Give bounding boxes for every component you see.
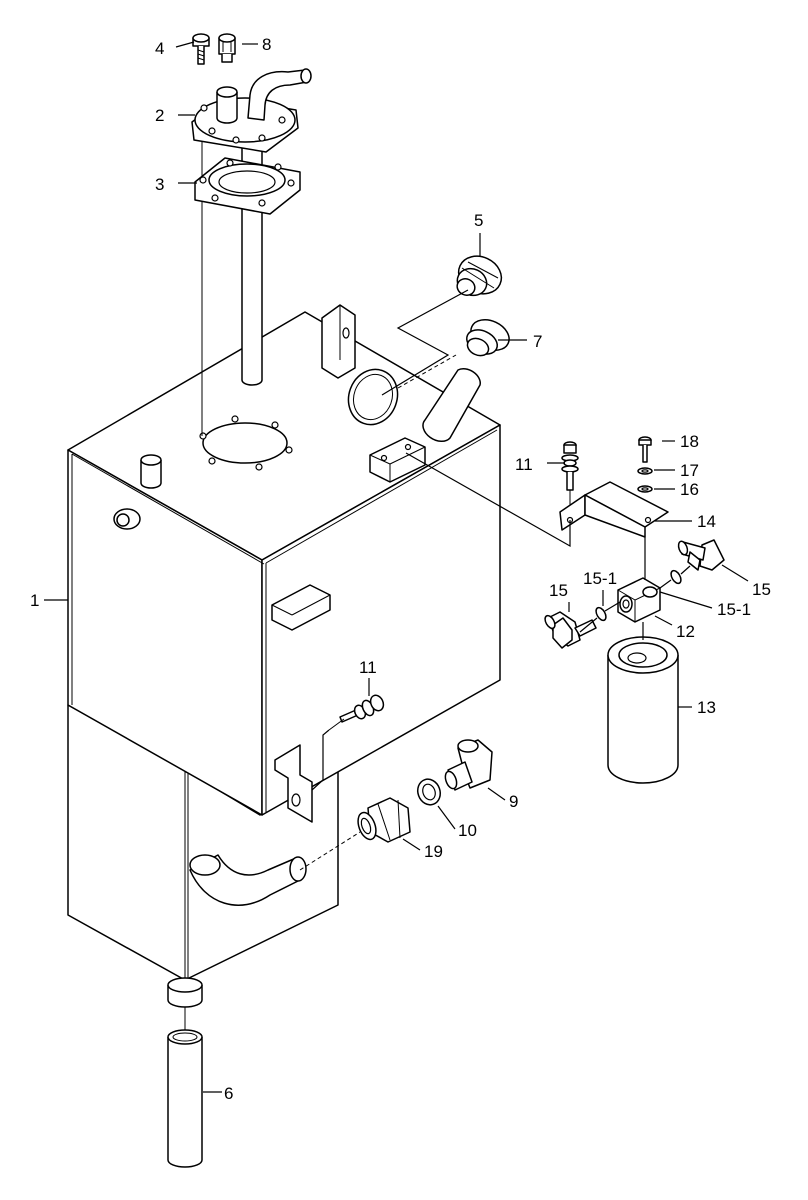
tank-top-mount-tab [321, 304, 356, 379]
callout-2: 2 [155, 106, 164, 125]
tank-outlet-stub [167, 977, 203, 1008]
part-13-filter-cartridge [607, 636, 679, 784]
callout-18: 18 [680, 432, 699, 451]
assembly-lines [299, 289, 691, 871]
callout-14: 14 [697, 512, 716, 531]
part-15-left-elbow [544, 611, 597, 649]
callout-19: 19 [424, 842, 443, 861]
callout-15-1-left: 15-1 [583, 569, 617, 588]
callout-1: 1 [30, 591, 39, 610]
callout-10: 10 [458, 821, 477, 840]
part-15-1-o-ring-right [670, 569, 682, 585]
part-9-elbow-fitting [444, 739, 493, 791]
part-5-level-gauge-plug [456, 255, 503, 297]
part-3-gasket [194, 157, 301, 215]
part-19-adapter [357, 797, 411, 843]
callout-15-left: 15 [549, 581, 568, 600]
leader-lines [44, 41, 749, 1093]
callout-15-right: 15 [752, 580, 771, 599]
filter-mount-block [369, 437, 426, 483]
callout-11-lower: 11 [359, 658, 377, 677]
part-10-washer [416, 778, 442, 806]
callout-3: 3 [155, 175, 164, 194]
cover-bent-pipe [247, 68, 312, 121]
part-17-spring-washer [637, 467, 653, 475]
tank-return-port [347, 368, 399, 426]
tank-top-boss [140, 454, 162, 489]
internal-elbow-pipe [189, 854, 307, 906]
part-8-breather [218, 33, 236, 63]
part-16-washer [637, 485, 653, 493]
callout-17: 17 [680, 461, 699, 480]
callout-5: 5 [474, 211, 483, 230]
callout-11-upper: 11 [515, 455, 533, 474]
tank-side-bracket [271, 584, 331, 631]
part-18-bolt [638, 436, 652, 463]
tank-top-opening [199, 415, 293, 471]
part-11-upper-bolt [561, 441, 579, 520]
callout-8: 8 [262, 35, 271, 54]
part-14-filter-bracket [559, 481, 669, 578]
tank-side-boss [113, 508, 141, 530]
part-12-filter-head [617, 577, 661, 623]
part-11-lower-bolt [328, 694, 385, 731]
part-2-cover-plate [191, 96, 299, 153]
cover-stub [216, 86, 238, 124]
callout-9: 9 [509, 792, 518, 811]
callout-4: 4 [155, 39, 164, 58]
part-15-right-elbow [677, 539, 725, 571]
callout-15-1-right: 15-1 [717, 600, 751, 619]
callout-12: 12 [676, 622, 695, 641]
callout-7: 7 [533, 332, 542, 351]
lower-mount-tab [274, 744, 313, 823]
part-15-1-o-ring-left [595, 606, 607, 622]
part-4-bolt [192, 33, 210, 65]
callout-13: 13 [697, 698, 716, 717]
internal-strainer [422, 368, 481, 443]
callout-6: 6 [224, 1084, 233, 1103]
callout-16: 16 [680, 480, 699, 499]
part-6-suction-pipe [167, 1029, 203, 1168]
part-7-filler-cap [466, 319, 510, 357]
callout-labels: 1 2 3 4 5 6 7 8 9 10 11 11 12 13 14 15 1… [30, 35, 771, 1103]
